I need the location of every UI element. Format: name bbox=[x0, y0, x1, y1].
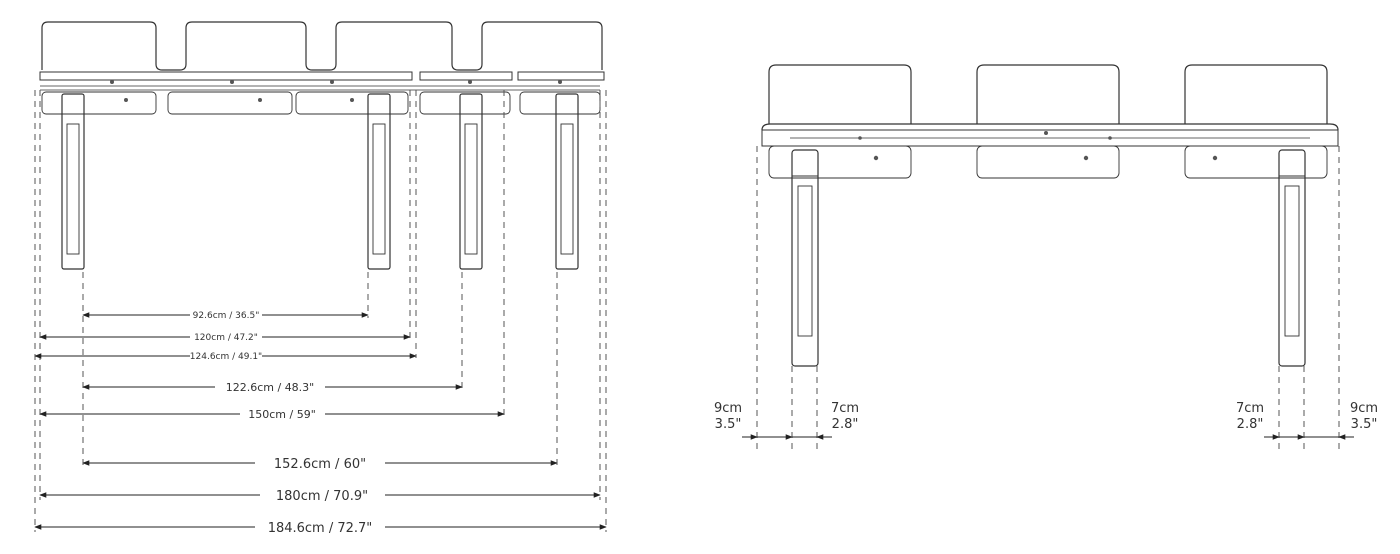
dim-in-label: 2.8" bbox=[832, 417, 859, 432]
dim-in-label: 2.8" bbox=[1237, 417, 1264, 432]
dim-124-6: 124.6cm / 49.1" bbox=[34, 352, 417, 362]
leg bbox=[1278, 149, 1306, 367]
dim-cm-label: 7cm bbox=[831, 401, 859, 416]
dim-180: 180cm / 70.9" bbox=[39, 489, 601, 504]
dim-left-inner: 7cm 2.8" bbox=[792, 401, 859, 440]
dim-in-label: 3.5" bbox=[1351, 417, 1378, 432]
dim-152-6: 152.6cm / 60" bbox=[82, 457, 558, 472]
dim-cm-label: 9cm bbox=[1350, 401, 1378, 416]
left-desk-drawing bbox=[39, 21, 605, 270]
leg bbox=[555, 93, 579, 270]
dim-label: 180cm / 70.9" bbox=[276, 489, 368, 504]
dim-right-inner: 7cm 2.8" bbox=[1236, 401, 1305, 440]
dim-184-6: 184.6cm / 72.7" bbox=[34, 521, 607, 536]
dim-right-outer: 9cm 3.5" bbox=[1304, 401, 1378, 440]
left-extension-lines bbox=[34, 90, 607, 532]
right-extension-lines bbox=[756, 146, 1340, 454]
dim-label: 152.6cm / 60" bbox=[274, 457, 366, 472]
dim-cm-label: 7cm bbox=[1236, 401, 1264, 416]
dim-92-6: 92.6cm / 36.5" bbox=[82, 311, 369, 321]
dim-label: 120cm / 47.2" bbox=[194, 333, 258, 343]
dim-label: 184.6cm / 72.7" bbox=[268, 521, 373, 536]
dim-122-6: 122.6cm / 48.3" bbox=[82, 381, 463, 394]
dim-150: 150cm / 59" bbox=[39, 408, 505, 421]
dim-label: 92.6cm / 36.5" bbox=[193, 311, 260, 321]
dim-label: 122.6cm / 48.3" bbox=[226, 381, 315, 394]
dim-120: 120cm / 47.2" bbox=[39, 333, 411, 343]
dim-label: 124.6cm / 49.1" bbox=[190, 352, 262, 362]
dim-cm-label: 9cm bbox=[714, 401, 742, 416]
right-desk-drawing bbox=[761, 64, 1339, 367]
dim-in-label: 3.5" bbox=[715, 417, 742, 432]
dim-left-outer: 9cm 3.5" bbox=[714, 401, 793, 440]
leg bbox=[459, 93, 483, 270]
dim-label: 150cm / 59" bbox=[248, 408, 316, 421]
leg bbox=[61, 93, 85, 270]
leg bbox=[367, 93, 391, 270]
leg bbox=[791, 149, 819, 367]
